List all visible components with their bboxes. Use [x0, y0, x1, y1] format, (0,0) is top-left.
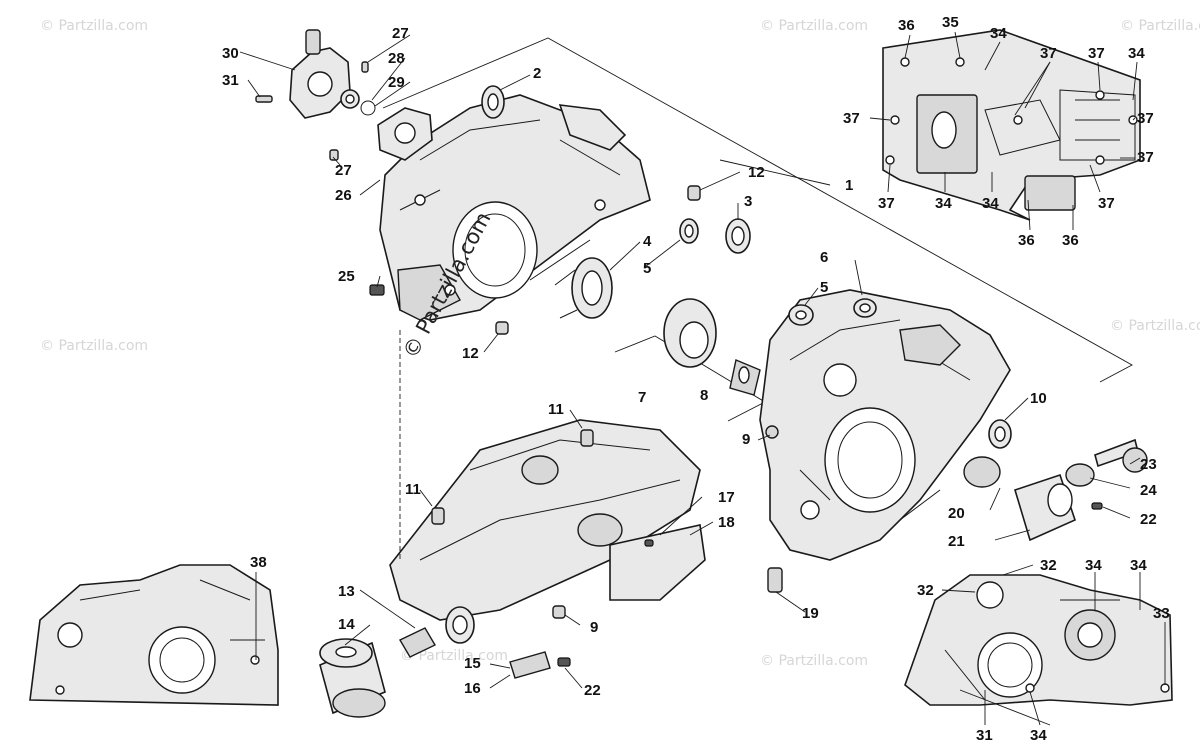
- label-37: 37: [843, 110, 860, 127]
- crankcase-side-view-left: [29, 564, 279, 706]
- label-12: 12: [462, 345, 479, 362]
- label-31: 31: [976, 727, 993, 744]
- label-2: 2: [533, 65, 541, 82]
- label-37: 37: [1040, 45, 1057, 62]
- label-27: 27: [392, 25, 409, 42]
- label-14: 14: [338, 616, 355, 633]
- label-32: 32: [1040, 557, 1057, 574]
- label-9: 9: [742, 431, 750, 448]
- label-37: 37: [1088, 45, 1105, 62]
- label-34: 34: [1130, 557, 1147, 574]
- label-21: 21: [948, 533, 965, 550]
- label-35: 35: [942, 14, 959, 31]
- label-26: 26: [335, 187, 352, 204]
- label-9: 9: [590, 619, 598, 636]
- label-34: 34: [982, 195, 999, 212]
- label-37: 37: [1137, 110, 1154, 127]
- label-8: 8: [700, 387, 708, 404]
- label-6: 6: [820, 249, 828, 266]
- crankcase-side-view-right: [904, 574, 1173, 706]
- label-28: 28: [388, 50, 405, 67]
- watermark-repeat: © Partzilla.com: [760, 18, 868, 34]
- label-18: 18: [718, 514, 735, 531]
- label-11: 11: [548, 401, 564, 418]
- label-11: 11: [405, 481, 421, 498]
- oil-filter-14: [319, 627, 571, 718]
- label-31: 31: [222, 72, 239, 89]
- label-34: 34: [990, 25, 1007, 42]
- watermark-repeat: © Partzilla.com: [1120, 18, 1200, 34]
- watermark-repeat: © Partzilla.com: [760, 653, 868, 669]
- label-10: 10: [1030, 390, 1047, 407]
- label-24: 24: [1140, 482, 1157, 499]
- part-labels: 1 2 3 4 5 5 6 7 8 9 9 10 11 11 12 12 13 …: [222, 14, 1170, 744]
- label-37: 37: [1098, 195, 1115, 212]
- label-17: 17: [718, 489, 735, 506]
- label-16: 16: [464, 680, 481, 697]
- label-38: 38: [250, 554, 267, 571]
- label-5: 5: [643, 260, 651, 277]
- watermark-repeat: © Partzilla.com: [40, 338, 148, 354]
- label-22: 22: [584, 682, 601, 699]
- label-12: 12: [748, 164, 765, 181]
- label-13: 13: [338, 583, 355, 600]
- label-19: 19: [802, 605, 819, 622]
- label-36: 36: [898, 17, 915, 34]
- label-27: 27: [335, 162, 352, 179]
- label-34: 34: [935, 195, 952, 212]
- label-29: 29: [388, 74, 405, 91]
- label-7: 7: [638, 389, 646, 406]
- watermark-repeat: © Partzilla.com: [400, 648, 508, 664]
- bearing-4: [554, 257, 613, 319]
- leader-lines: [239, 31, 1166, 726]
- water-pump-assembly: [255, 29, 433, 161]
- label-30: 30: [222, 45, 239, 62]
- label-1: 1: [845, 177, 853, 194]
- left-crankcase-half: [379, 94, 651, 321]
- label-37: 37: [1137, 149, 1154, 166]
- assembly-bracket-7: [614, 335, 766, 422]
- right-crankcase-half: [759, 289, 1011, 593]
- assembly-bracket-1: [382, 37, 1133, 383]
- label-25: 25: [338, 268, 355, 285]
- gear-7-bushing-8: [663, 298, 761, 396]
- label-33: 33: [1153, 605, 1170, 622]
- crankcase-top-view: [882, 29, 1141, 221]
- oil-seal-2: [481, 85, 505, 119]
- label-37: 37: [878, 195, 895, 212]
- label-36: 36: [1062, 232, 1079, 249]
- label-36: 36: [1018, 232, 1035, 249]
- oil-pan: [389, 419, 706, 644]
- watermark-repeat: © Partzilla.com: [40, 18, 148, 34]
- label-34: 34: [1085, 557, 1102, 574]
- label-22: 22: [1140, 511, 1157, 528]
- label-5: 5: [820, 279, 828, 296]
- label-20: 20: [948, 505, 965, 522]
- label-34: 34: [1128, 45, 1145, 62]
- label-23: 23: [1140, 456, 1157, 473]
- bolt-25: [369, 284, 385, 296]
- label-15: 15: [464, 655, 481, 672]
- label-3: 3: [744, 193, 752, 210]
- label-34: 34: [1030, 727, 1047, 744]
- filter-cap-assembly: [963, 419, 1148, 542]
- label-4: 4: [643, 233, 652, 250]
- label-32: 32: [917, 582, 934, 599]
- watermark-repeat: © Partzilla.com: [1110, 318, 1200, 334]
- seals-3-5-dowel-12: [495, 185, 751, 335]
